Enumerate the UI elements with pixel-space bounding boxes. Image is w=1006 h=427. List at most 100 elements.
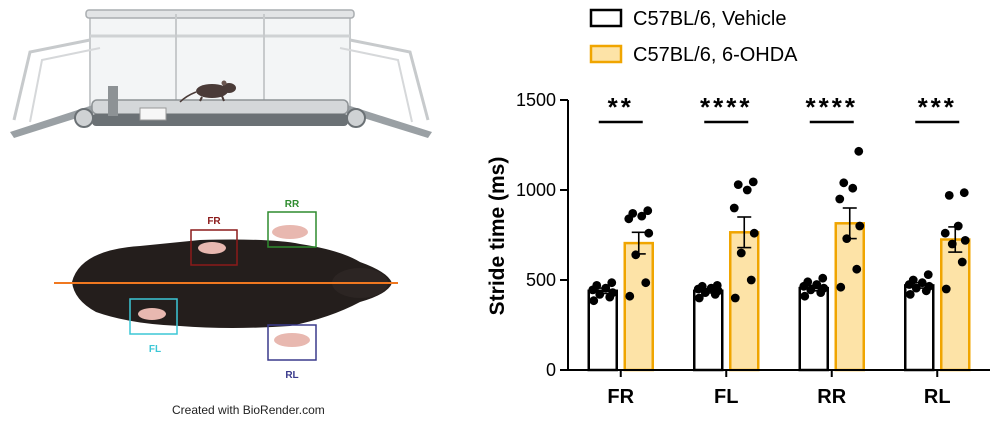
data-point <box>712 281 722 290</box>
fr-label: FR <box>207 216 221 227</box>
data-point <box>595 290 605 299</box>
x-tick-label: RR <box>817 386 846 408</box>
data-point <box>905 290 915 299</box>
left-ramp <box>10 104 96 138</box>
data-point <box>947 239 957 249</box>
data-point <box>959 188 969 198</box>
roller-left <box>74 108 94 128</box>
right-rail-inner <box>339 47 413 123</box>
paw-rr <box>272 225 308 239</box>
mouse-icon <box>179 80 236 103</box>
significance-stars: ** <box>608 92 634 122</box>
points-layer <box>588 146 970 306</box>
data-point <box>729 203 739 213</box>
data-point <box>960 236 970 245</box>
y-tick-label: 0 <box>546 360 556 380</box>
data-point <box>944 191 954 200</box>
x-tick-label: FL <box>714 386 738 408</box>
x-axis: FR FL RR RL <box>568 369 990 408</box>
legend-label: C57BL/6, Vehicle <box>633 8 786 30</box>
significance-layer: ************* <box>598 92 960 124</box>
bar <box>834 222 865 372</box>
data-point <box>694 293 704 303</box>
right-ramp <box>344 104 432 138</box>
bar <box>693 289 724 372</box>
y-tick-label: 1000 <box>516 180 556 200</box>
significance-stars: **** <box>806 92 858 122</box>
roller-right <box>346 108 366 128</box>
data-point <box>608 288 618 297</box>
rl-label: RL <box>285 370 298 381</box>
data-point <box>644 228 654 238</box>
data-point <box>835 194 845 204</box>
data-point <box>733 180 743 190</box>
data-point <box>800 291 810 301</box>
data-point <box>628 209 638 218</box>
legend-swatch <box>589 8 623 28</box>
data-point <box>940 228 950 238</box>
illustration-panel: FR RR FL RL Created with BioRender.com <box>0 0 470 422</box>
left-rail-inner <box>29 47 101 123</box>
data-point <box>848 183 858 193</box>
fr-box <box>190 229 238 266</box>
data-point <box>601 283 611 293</box>
data-point <box>641 278 651 288</box>
data-point <box>957 257 967 267</box>
y-tick-label: 500 <box>526 270 556 290</box>
illustration-svg: FR RR FL RL <box>10 9 432 381</box>
data-point <box>749 228 759 238</box>
paw-rl <box>274 333 310 347</box>
data-point <box>806 285 816 295</box>
significance-stars: *** <box>918 92 957 122</box>
data-point <box>736 248 746 258</box>
rr-box <box>267 211 317 248</box>
data-point <box>836 282 846 292</box>
data-point <box>742 185 752 195</box>
data-point <box>637 211 647 221</box>
data-point <box>818 273 828 283</box>
data-point <box>631 250 641 260</box>
data-point <box>854 146 864 156</box>
mouse-ventral-view: FR RR FL RL <box>54 199 398 381</box>
data-point <box>697 281 707 291</box>
data-point <box>917 278 927 288</box>
data-point <box>819 283 829 293</box>
data-point <box>746 275 756 285</box>
data-point <box>812 280 822 289</box>
data-point <box>855 221 865 231</box>
sensor-box <box>139 107 167 121</box>
x-tick-label: FR <box>607 386 634 408</box>
belt-base <box>91 99 349 115</box>
data-point <box>911 283 921 293</box>
paw-fl <box>138 308 166 320</box>
treadmill-illustration <box>10 9 432 138</box>
data-point <box>924 281 934 291</box>
right-rail <box>349 38 430 121</box>
x-tick-label: RL <box>924 386 951 408</box>
data-point <box>730 293 740 303</box>
data-point <box>589 296 599 306</box>
data-point <box>748 177 758 187</box>
bar <box>623 241 654 372</box>
bar <box>587 289 618 372</box>
y-axis-label: Stride time (ms) <box>486 157 509 316</box>
belt <box>92 114 348 126</box>
fl-label: FL <box>149 344 161 355</box>
fl-box <box>129 298 178 335</box>
data-point <box>839 178 849 188</box>
data-point <box>625 291 635 301</box>
top-rail <box>85 9 355 19</box>
data-point <box>607 278 617 288</box>
rl-box <box>267 324 317 361</box>
data-point <box>941 284 951 294</box>
data-point <box>908 275 918 285</box>
significance-stars: **** <box>700 92 752 122</box>
left-rail <box>12 38 91 121</box>
data-point <box>953 221 963 231</box>
legend-swatch <box>589 44 623 64</box>
data-point <box>803 277 813 287</box>
